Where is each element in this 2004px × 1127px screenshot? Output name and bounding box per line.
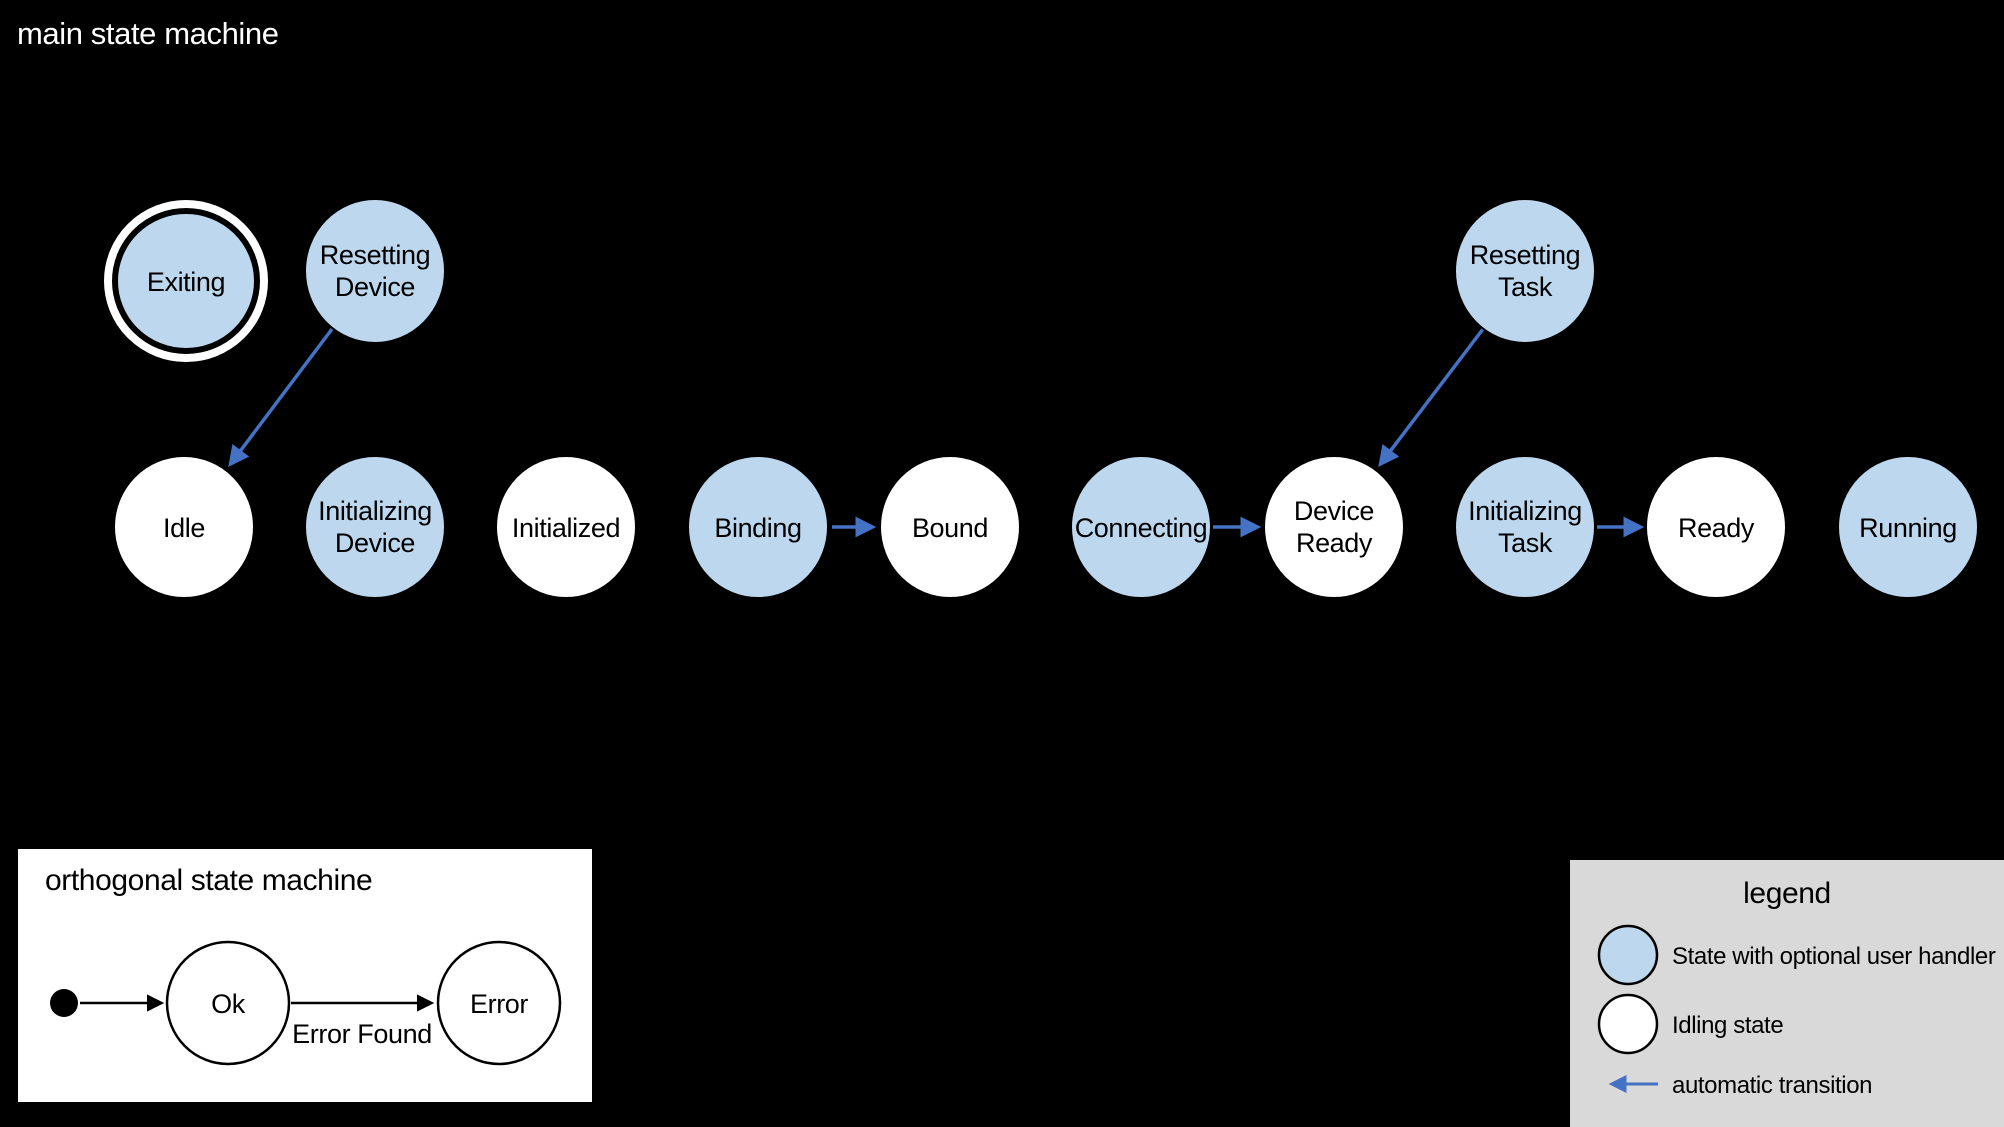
state-label: Exiting xyxy=(147,267,225,297)
main-state-machine: main state machine Exiting Resetting Dev… xyxy=(17,16,1979,599)
state-resetting-device: Resetting Device xyxy=(304,198,446,344)
state-circle xyxy=(1837,455,1979,599)
state-circle xyxy=(304,455,446,599)
state-binding: Binding xyxy=(687,455,829,599)
initial-state-marker xyxy=(50,989,78,1017)
state-label: Initializing xyxy=(318,496,432,526)
legend-item-label: State with optional user handler xyxy=(1672,943,1996,970)
legend-item-handler-state: State with optional user handler xyxy=(1597,924,1996,986)
state-circle xyxy=(1070,455,1212,599)
state-initializing-device: Initializing Device xyxy=(304,455,446,599)
state-idle: Idle xyxy=(113,455,255,599)
transition-ok-to-error: Error Found xyxy=(291,994,435,1049)
state-circle xyxy=(436,940,562,1066)
initial-state-dot xyxy=(50,989,78,1017)
orthogonal-state-machine-panel: orthogonal state machine Ok Error Found … xyxy=(18,849,592,1102)
state-circle xyxy=(116,212,256,350)
state-label: Ok xyxy=(211,989,246,1019)
state-error: Error xyxy=(436,940,562,1066)
transition-resetting-task-to-device-ready xyxy=(1378,327,1485,468)
state-label: Device xyxy=(1294,496,1374,526)
state-label: Running xyxy=(1859,513,1957,543)
state-device-ready: Device Ready xyxy=(1263,455,1405,599)
idling-state-icon xyxy=(1597,993,1659,1055)
state-ok: Ok xyxy=(165,940,291,1066)
state-label: Task xyxy=(1498,528,1553,558)
state-label: Device xyxy=(335,272,415,302)
state-circle xyxy=(304,198,446,344)
legend-item-idling-state: Idling state xyxy=(1597,993,1784,1055)
state-connecting: Connecting xyxy=(1070,455,1212,599)
state-circle xyxy=(687,455,829,599)
state-label: Idle xyxy=(163,513,205,543)
state-circle xyxy=(879,455,1021,599)
state-bound: Bound xyxy=(879,455,1021,599)
state-label: Task xyxy=(1498,272,1553,302)
state-circle xyxy=(495,455,637,599)
state-circle xyxy=(1645,455,1787,599)
state-running: Running xyxy=(1837,455,1979,599)
state-label: Initialized xyxy=(512,513,620,543)
legend-item-label: automatic transition xyxy=(1672,1072,1872,1099)
transition-label: Error Found xyxy=(292,1019,432,1049)
state-circle xyxy=(1454,455,1596,599)
state-label: Bound xyxy=(912,513,988,543)
state-resetting-task: Resetting Task xyxy=(1454,198,1596,344)
state-label: Error xyxy=(470,989,528,1019)
state-initialized: Initialized xyxy=(495,455,637,599)
state-label: Initializing xyxy=(1468,496,1582,526)
state-initializing-task: Initializing Task xyxy=(1454,455,1596,599)
transition-resetting-device-to-idle xyxy=(228,327,334,468)
state-label: Ready xyxy=(1678,513,1755,543)
legend-panel: legend State with optional user handler … xyxy=(1570,860,2004,1127)
orthogonal-machine-title: orthogonal state machine xyxy=(45,864,372,897)
state-circle xyxy=(1263,455,1405,599)
state-circle xyxy=(113,455,255,599)
state-label: Resetting xyxy=(1470,240,1580,270)
main-machine-title: main state machine xyxy=(17,16,279,51)
state-circle xyxy=(1454,198,1596,344)
state-label: Device xyxy=(335,528,415,558)
legend-item-automatic-transition: automatic transition xyxy=(1608,1072,1873,1099)
state-label: Connecting xyxy=(1075,513,1208,543)
state-label: Ready xyxy=(1296,528,1373,558)
final-state-ring xyxy=(104,200,268,362)
state-label: Resetting xyxy=(320,240,430,270)
state-ready: Ready xyxy=(1645,455,1787,599)
legend-item-label: Idling state xyxy=(1672,1012,1783,1039)
legend-title: legend xyxy=(1743,877,1831,910)
state-circle xyxy=(165,940,291,1066)
handler-state-icon xyxy=(1597,924,1659,986)
state-label: Binding xyxy=(714,513,801,543)
state-exiting: Exiting xyxy=(104,200,268,362)
